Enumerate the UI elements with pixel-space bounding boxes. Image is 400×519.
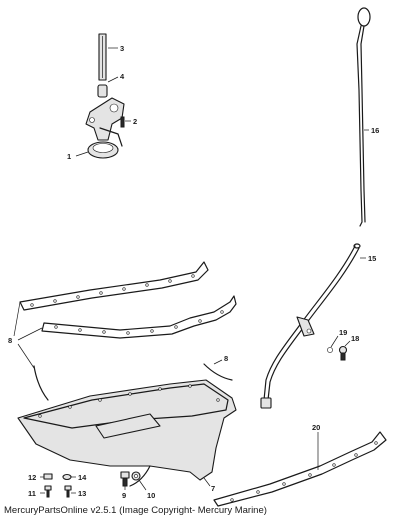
callout-19[interactable]: 19: [339, 328, 347, 337]
oil-pan-gasket-right[interactable]: [41, 295, 237, 339]
callout-1[interactable]: 1: [67, 152, 71, 161]
pump-shaft-sleeve[interactable]: [97, 84, 108, 98]
tube-bracket[interactable]: [296, 316, 315, 337]
drain-plug[interactable]: [120, 471, 130, 487]
callout-15[interactable]: 15: [368, 254, 376, 263]
oil-pan[interactable]: [17, 379, 237, 487]
pan-stud-13[interactable]: [64, 485, 72, 498]
pan-bolt-12[interactable]: [43, 473, 53, 480]
callout-8-left[interactable]: 8: [8, 336, 12, 345]
rear-seal-right[interactable]: [203, 363, 233, 381]
bracket-screw[interactable]: [338, 345, 348, 361]
oil-pan-gasket-lower[interactable]: [213, 431, 387, 507]
callout-14[interactable]: 14: [78, 473, 87, 482]
drain-plug-gasket[interactable]: [131, 471, 141, 481]
callout-3[interactable]: 3: [120, 44, 124, 53]
rear-seal-left[interactable]: [33, 365, 49, 401]
oil-pump-body[interactable]: [85, 97, 125, 147]
oil-pump-screen[interactable]: [87, 141, 119, 159]
callout-13[interactable]: 13: [78, 489, 86, 498]
callout-12[interactable]: 12: [28, 473, 36, 482]
oil-pump-shaft[interactable]: [98, 33, 107, 81]
callout-8-right[interactable]: 8: [224, 354, 228, 363]
callout-4[interactable]: 4: [120, 72, 125, 81]
callout-16[interactable]: 16: [371, 126, 379, 135]
callout-20[interactable]: 20: [312, 423, 320, 432]
callout-10[interactable]: 10: [147, 491, 155, 500]
dipstick[interactable]: [356, 7, 371, 227]
pump-bolt[interactable]: [120, 116, 125, 128]
footer-copyright: MercuryPartsOnline v2.5.1 (Image Copyrig…: [4, 505, 267, 516]
lock-washer[interactable]: [327, 347, 333, 353]
pan-bolt-11[interactable]: [44, 485, 52, 498]
callout-11[interactable]: 11: [28, 489, 36, 498]
callout-7[interactable]: 7: [211, 484, 215, 493]
callout-2[interactable]: 2: [133, 117, 137, 126]
callout-9[interactable]: 9: [122, 491, 126, 500]
washer-14[interactable]: [62, 473, 72, 481]
oil-pan-gasket-left[interactable]: [19, 261, 209, 311]
callout-18[interactable]: 18: [351, 334, 359, 343]
